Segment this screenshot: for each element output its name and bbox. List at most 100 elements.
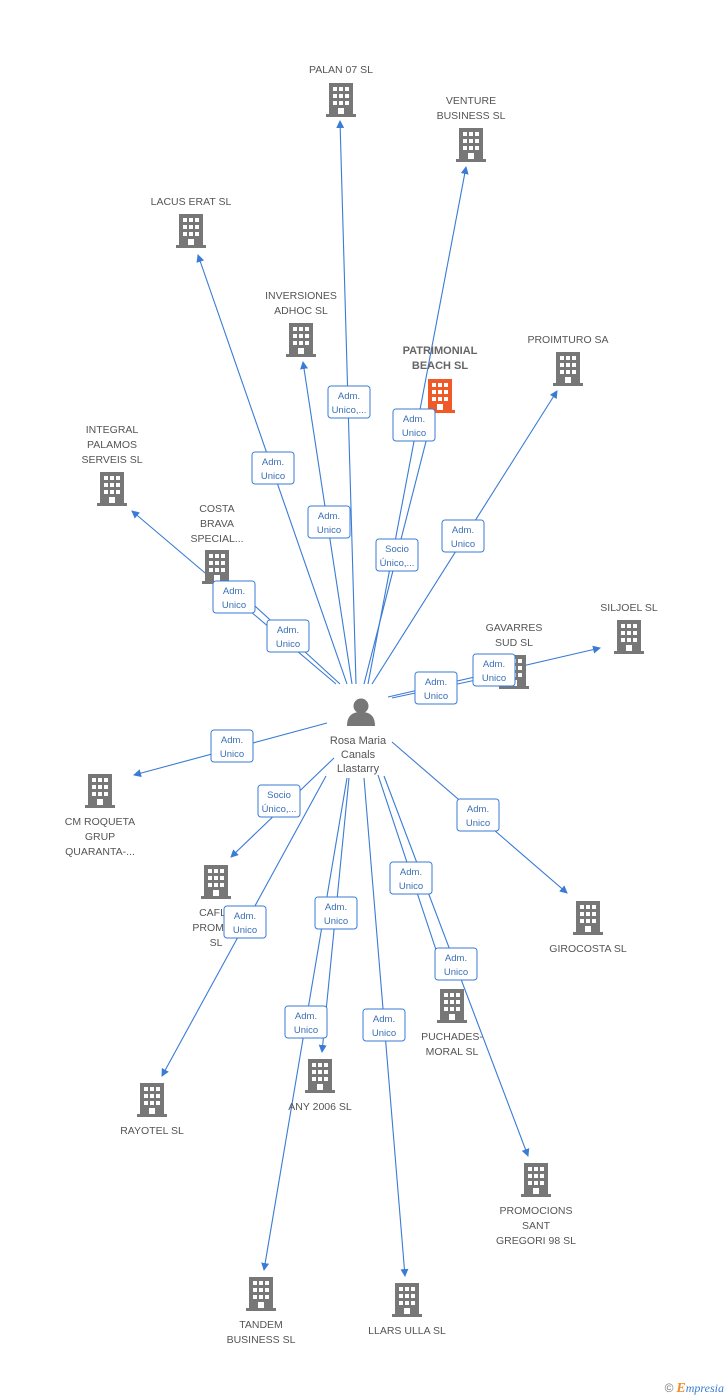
relation-label-text: Unico xyxy=(466,818,490,829)
relation-label-any2006[interactable]: Adm.Unico xyxy=(314,896,358,930)
company-name-line: QUARANTA-... xyxy=(65,846,135,858)
company-name-line: ANY 2006 SL xyxy=(288,1101,352,1113)
relation-label-rayotel[interactable]: Adm.Unico xyxy=(223,905,267,939)
company-name-line: SPECIAL... xyxy=(190,533,243,545)
relation-label-text: Adm. xyxy=(483,659,505,670)
company-name-line: PROIMTURO SA xyxy=(527,334,608,346)
relation-label-text: Unico xyxy=(424,691,448,702)
relation-label-text: Unico xyxy=(482,673,506,684)
company-name-line: PALAN 07 SL xyxy=(309,64,373,76)
copyright-symbol: © xyxy=(664,1381,674,1395)
relation-labels-layer: Adm.Unico,...Adm.UnicoAdm.UnicoAdm.Unico… xyxy=(210,385,516,1042)
relation-label-text: Adm. xyxy=(234,911,256,922)
relation-label-girocosta[interactable]: Adm.Unico xyxy=(456,798,500,832)
relation-label-text: Adm. xyxy=(318,511,340,522)
relation-label-box xyxy=(257,784,301,818)
relation-label-cafla[interactable]: SocioÚnico,... xyxy=(257,784,301,818)
company-node-siljoel[interactable]: SILJOEL SL xyxy=(600,602,658,654)
company-node-girocosta[interactable]: GIROCOSTA SL xyxy=(549,901,627,955)
company-node-proimturo[interactable]: PROIMTURO SA xyxy=(527,334,609,386)
relation-label-inversiones[interactable]: Adm.Unico xyxy=(307,505,351,539)
relation-label-text: Adm. xyxy=(373,1014,395,1025)
relation-label-box xyxy=(389,861,433,895)
building-icon xyxy=(614,620,644,654)
company-name-line: SILJOEL SL xyxy=(600,602,658,614)
relation-label-box xyxy=(266,619,310,653)
relation-label-cmroqueta[interactable]: Adm. Unico xyxy=(210,729,254,763)
brand-footer: © Empresia xyxy=(665,1381,724,1397)
company-node-puchades[interactable]: PUCHADES- MORAL SL xyxy=(421,989,483,1058)
relation-label-proimturo[interactable]: Adm. Unico xyxy=(441,519,485,553)
building-icon xyxy=(553,352,583,386)
person-name-line-3: Llastarry xyxy=(337,763,380,775)
relation-label-text: Único,... xyxy=(262,804,297,815)
relation-label-integral[interactable]: Adm.Unico xyxy=(212,580,256,614)
building-icon xyxy=(85,774,115,808)
relation-label-promocions[interactable]: Adm.Unico xyxy=(434,947,478,981)
company-node-costa[interactable]: COSTABRAVASPECIAL... xyxy=(190,503,244,584)
company-node-palan07[interactable]: PALAN 07 SL xyxy=(309,64,373,117)
relation-label-text: Unico xyxy=(222,600,246,611)
relation-label-tandem[interactable]: Adm.Unico xyxy=(284,1005,328,1039)
relation-label-text: Unico xyxy=(276,639,300,650)
building-icon xyxy=(176,214,206,248)
relation-label-text: Adm. xyxy=(403,414,425,425)
relation-label-text: Unico xyxy=(399,881,423,892)
relation-label-box xyxy=(212,580,256,614)
company-name-line: SERVEIS SL xyxy=(81,454,142,466)
company-node-lacus[interactable]: LACUS ERAT SL xyxy=(151,196,232,248)
relation-label-lacus[interactable]: Adm.Unico xyxy=(251,451,295,485)
relation-label-box xyxy=(210,729,254,763)
relation-label-text: Adm. xyxy=(221,735,243,746)
relation-label-llars[interactable]: Adm.Unico xyxy=(362,1008,406,1042)
company-node-llars[interactable]: LLARS ULLA SL xyxy=(368,1283,446,1337)
building-icon xyxy=(97,472,127,506)
relation-label-box xyxy=(362,1008,406,1042)
company-node-cmroqueta[interactable]: CM ROQUETAGRUPQUARANTA-... xyxy=(65,774,135,858)
company-name-line: LACUS ERAT SL xyxy=(151,196,232,208)
relation-label-costa[interactable]: Adm. Unico xyxy=(266,619,310,653)
relation-label-text: Adm. xyxy=(325,902,347,913)
company-name-line: RAYOTEL SL xyxy=(120,1125,184,1137)
relation-label-text: Adm. xyxy=(445,953,467,964)
person-name-line-2: Canals xyxy=(341,749,376,761)
relation-label-puchades[interactable]: Adm.Unico xyxy=(389,861,433,895)
company-name-line: MORAL SL xyxy=(426,1046,479,1058)
relation-label-palan07[interactable]: Adm.Unico,... xyxy=(327,385,371,419)
building-icon xyxy=(137,1083,167,1117)
relation-label-text: Adm. xyxy=(262,457,284,468)
company-name-line: LLARS ULLA SL xyxy=(368,1325,446,1337)
relation-label-text: Unico xyxy=(294,1025,318,1036)
building-icon xyxy=(425,379,455,413)
company-name-line: GAVARRES xyxy=(486,622,543,634)
relation-label-box xyxy=(284,1005,328,1039)
relation-label-box xyxy=(223,905,267,939)
relation-label-text: Unico xyxy=(220,749,244,760)
relation-label-text: Unico xyxy=(451,539,475,550)
relation-label-siljoel[interactable]: Adm. Unico xyxy=(472,653,516,687)
company-node-any2006[interactable]: ANY 2006 SL xyxy=(288,1059,352,1113)
company-name-line: PALAMOS xyxy=(87,439,137,451)
relation-label-patrimonial[interactable]: SocioÚnico,... xyxy=(375,538,419,572)
relation-label-text: Unico,... xyxy=(332,405,367,416)
company-name-line: BUSINESS SL xyxy=(227,1334,296,1346)
relation-label-text: Adm. xyxy=(277,625,299,636)
company-node-rayotel[interactable]: RAYOTEL SL xyxy=(120,1083,184,1137)
relation-label-text: Socio xyxy=(267,790,291,801)
person-node[interactable]: Rosa Maria Canals Llastarry xyxy=(330,698,387,776)
brand-initial: E xyxy=(676,1381,686,1396)
relation-label-gavarres[interactable]: Adm. Unico xyxy=(414,671,458,705)
relation-label-text: Adm. xyxy=(425,677,447,688)
relation-label-venture[interactable]: Adm.Unico xyxy=(392,408,436,442)
relation-label-text: Adm. xyxy=(452,525,474,536)
company-name-line: PUCHADES- xyxy=(421,1031,483,1043)
